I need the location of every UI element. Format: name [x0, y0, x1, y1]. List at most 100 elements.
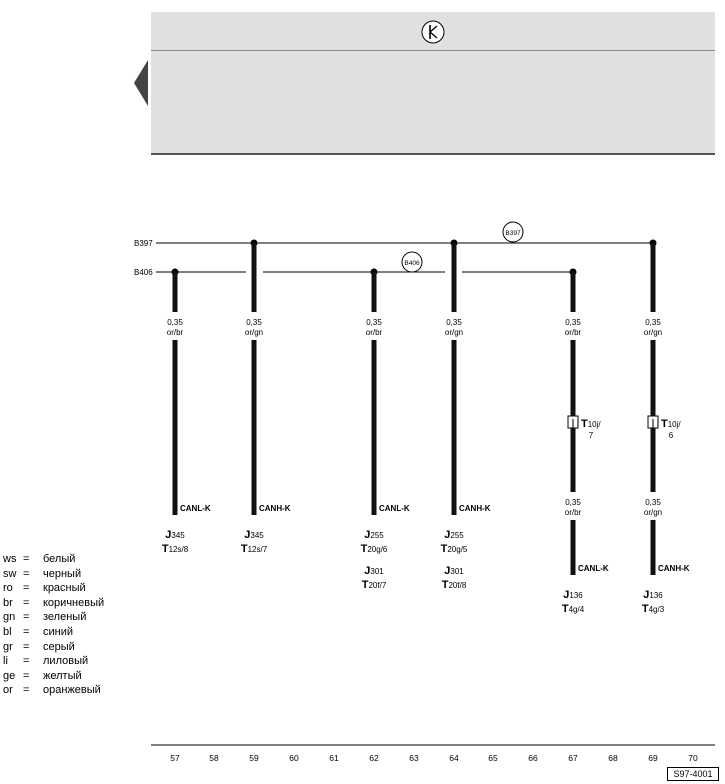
legend-name: оранжевый — [43, 684, 101, 697]
legend-eq: = — [23, 625, 30, 638]
legend-eq: = — [23, 596, 30, 609]
connector-pin-label: 7 — [589, 431, 594, 440]
legend-row: gr = серый — [3, 640, 104, 655]
terminal-label: T20f/8 — [442, 579, 467, 591]
terminal-label: T4g/4 — [562, 603, 585, 615]
wire-color-label: or/gn — [644, 508, 662, 517]
legend-name: белый — [43, 553, 76, 565]
column-number: 69 — [648, 753, 658, 763]
connector-label: T10j/ — [661, 418, 681, 430]
component-label: J345 — [244, 529, 264, 541]
terminal-label: T20g/6 — [361, 543, 388, 555]
wire-color-label: or/gn — [644, 328, 662, 337]
terminal-label: T20g/5 — [441, 543, 468, 555]
legend-code: li — [3, 655, 8, 668]
legend-eq: = — [23, 669, 30, 682]
column-number: 57 — [170, 753, 180, 763]
signal-label: CANH-K — [658, 564, 690, 573]
terminal-label: T4g/3 — [642, 603, 665, 615]
column-number: 70 — [688, 753, 698, 763]
legend-row: sw=черный — [3, 567, 104, 582]
wire-color-label: or/br — [565, 508, 582, 517]
k-symbol-icon — [421, 20, 445, 44]
signal-label: CANL-K — [578, 564, 609, 573]
legend-name: серый — [43, 640, 75, 653]
bus-label-b406: B406 — [134, 268, 153, 277]
bus-connector-b397-label: B397 — [505, 230, 521, 237]
signal-label: CANL-K — [180, 504, 211, 513]
legend-row: bl = синий — [3, 625, 104, 640]
bus-connector-b406 — [401, 251, 423, 273]
legend-name: синий — [43, 625, 74, 638]
column-number: 65 — [488, 753, 498, 763]
legend-code: br — [3, 596, 13, 609]
wire-size-label: 0,35 — [167, 318, 183, 327]
legend-code: gn — [3, 611, 16, 624]
legend-name: желтый — [43, 669, 82, 682]
legend-name: коричневый — [43, 596, 105, 609]
wire-size-label: 0,35 — [246, 318, 262, 327]
wire-size-label: 0,35 — [565, 498, 581, 507]
wire-size-label: 0,35 — [645, 498, 661, 507]
column-number: 61 — [329, 753, 339, 763]
column-number: 60 — [289, 753, 299, 763]
bus-label-b397: B397 — [134, 239, 153, 248]
legend-code: ge — [3, 669, 16, 682]
signal-label: CANH-K — [259, 504, 291, 513]
wire-size-label: 0,35 — [366, 318, 382, 327]
legend-name: лиловый — [43, 655, 89, 668]
legend-row: or = оранжевый — [3, 683, 104, 698]
legend-name: красный — [43, 582, 86, 595]
terminal-label: T12s/8 — [162, 543, 189, 555]
legend-eq: = — [23, 684, 30, 697]
terminal-label: T12s/7 — [241, 543, 268, 555]
document-id: S97-4001 — [667, 767, 719, 781]
terminal-label: T20f/7 — [362, 579, 387, 591]
wire-size-label: 0,35 — [446, 318, 462, 327]
legend-eq: = — [23, 553, 30, 565]
legend-row: li = лиловый — [3, 654, 104, 669]
component-label: J255 — [364, 529, 384, 541]
legend-row: ro=красный — [3, 581, 104, 596]
wire-color-label: or/br — [167, 328, 184, 337]
column-number: 64 — [449, 753, 459, 763]
connector-pin-label: 6 — [669, 431, 674, 440]
legend-row: ws = белый — [3, 552, 104, 567]
legend-code: ws — [3, 553, 17, 565]
column-number: 63 — [409, 753, 419, 763]
legend-row: ge = желтый — [3, 669, 104, 684]
legend-name: зеленый — [43, 611, 87, 624]
component-label: J136 — [563, 589, 583, 601]
wire-color-label: or/gn — [445, 328, 463, 337]
header-divider — [151, 50, 715, 51]
legend-eq: = — [23, 640, 30, 653]
column-number: 59 — [249, 753, 259, 763]
connector-label: T10j/ — [581, 418, 601, 430]
legend-eq: = — [23, 655, 30, 668]
bus-connector-b406-label: B406 — [404, 260, 420, 267]
column-number: 66 — [528, 753, 538, 763]
column-number: 67 — [568, 753, 578, 763]
column-number: 68 — [608, 753, 618, 763]
legend-code: bl — [3, 625, 12, 638]
wire-size-label: 0,35 — [645, 318, 661, 327]
wire-color-label: or/br — [565, 328, 582, 337]
wire-color-label: or/br — [366, 328, 383, 337]
component-label: J255 — [444, 529, 464, 541]
page-back-marker — [134, 60, 148, 106]
column-number: 62 — [369, 753, 379, 763]
legend-code: gr — [3, 640, 13, 653]
wire-size-label: 0,35 — [565, 318, 581, 327]
component-label: J301 — [364, 565, 384, 577]
legend-row: gn=зеленый — [3, 610, 104, 625]
signal-label: CANL-K — [379, 504, 410, 513]
legend-code: or — [3, 684, 13, 697]
column-number: 58 — [209, 753, 219, 763]
component-label: J301 — [444, 565, 464, 577]
legend-code: ro — [3, 582, 13, 595]
signal-label: CANH-K — [459, 504, 491, 513]
legend-name: черный — [43, 567, 82, 580]
header-band — [151, 12, 715, 155]
